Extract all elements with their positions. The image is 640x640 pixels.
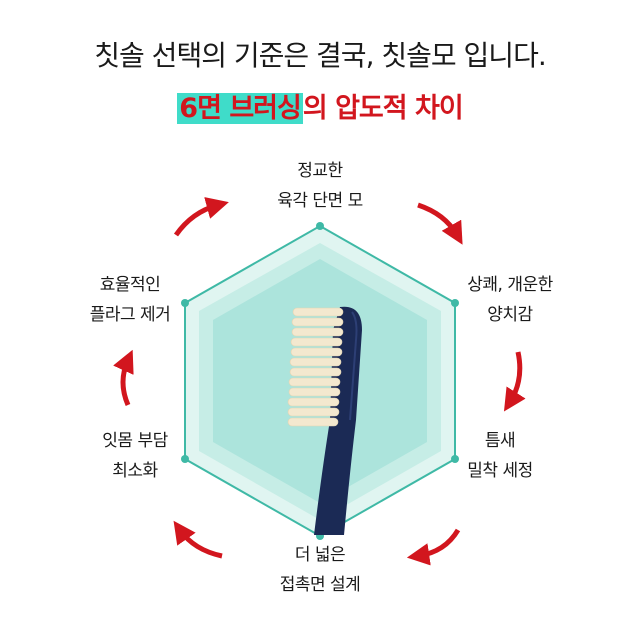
subheadline: 6면 브러싱의 압도적 차이 xyxy=(0,86,640,125)
arrow-bottom-right xyxy=(406,528,461,566)
toothbrush-image xyxy=(287,306,362,535)
arrow-top-left xyxy=(173,197,229,237)
vertex-dots xyxy=(181,222,459,540)
subheadline-highlight: 6면 브러싱 xyxy=(177,93,303,124)
subheadline-rest: 의 압도적 차이 xyxy=(302,93,464,124)
arrow-right xyxy=(503,351,526,412)
arrow-top-right xyxy=(417,202,463,245)
headline: 칫솔 선택의 기준은 결국, 칫솔모 입니다. xyxy=(94,39,546,72)
arrow-left xyxy=(113,349,134,406)
cycle-arrows xyxy=(113,197,526,566)
arrow-bottom-left xyxy=(173,520,223,559)
